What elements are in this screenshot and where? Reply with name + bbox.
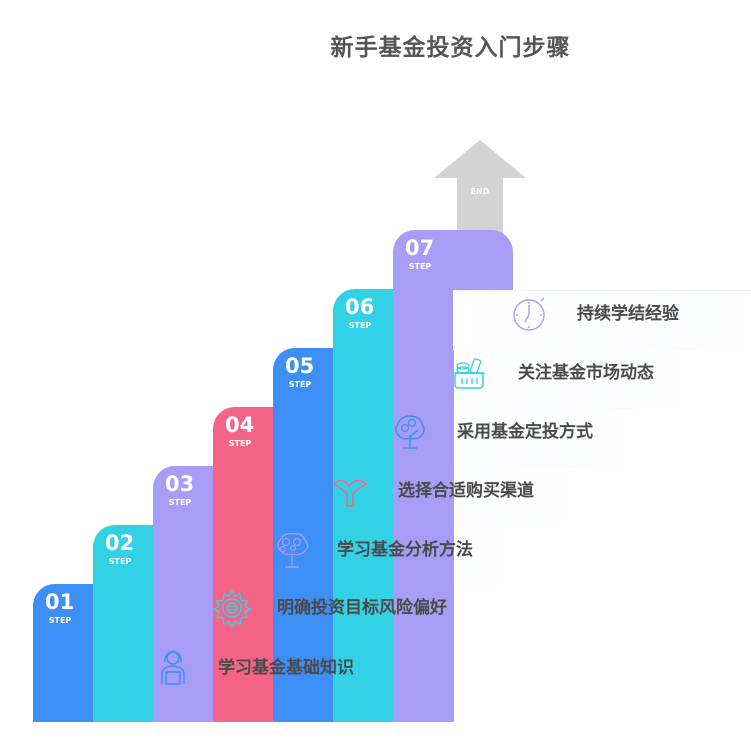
step-label-04: 选择合适购买渠道 [398, 481, 534, 501]
step-word: STEP [48, 616, 72, 625]
step-label-06: 关注基金市场动态 [518, 363, 654, 383]
step-column-07 [393, 250, 454, 722]
step-number: 03 [165, 472, 195, 496]
page-title: 新手基金投资入门步骤 [330, 35, 571, 61]
step-column-06 [333, 309, 394, 722]
step-word: STEP [348, 321, 372, 330]
step-number: 01 [45, 590, 75, 614]
money-basket-icon [453, 358, 485, 389]
step-number: 05 [285, 354, 315, 378]
coin-tree-icon [395, 415, 425, 449]
step-word: STEP [108, 557, 132, 566]
step-column-05 [273, 368, 334, 722]
money-tree-icon [277, 532, 309, 568]
step-number: 04 [225, 413, 255, 437]
stopwatch-icon [513, 297, 545, 331]
step-label-02: 明确投资目标风险偏好 [277, 598, 447, 618]
step-word: STEP [408, 262, 432, 271]
step-label-05: 采用基金定投方式 [457, 422, 593, 442]
step-panel-06 [453, 290, 751, 350]
gear-target-icon [213, 589, 251, 627]
step-label-03: 学习基金分析方法 [337, 540, 473, 560]
step-block-07: 07 STEP [393, 230, 513, 290]
step-column-04 [213, 427, 274, 722]
step-word: STEP [228, 439, 252, 448]
step-label-07: 持续学结经验 [577, 304, 679, 324]
step-number: 06 [345, 295, 375, 319]
step-word: STEP [288, 380, 312, 389]
step-number: 07 [405, 236, 435, 260]
step-word: STEP [168, 498, 192, 507]
step-label-01: 学习基金基础知识 [218, 658, 354, 678]
reading-person-icon [161, 650, 185, 685]
split-road-icon [332, 479, 368, 507]
step-number: 02 [105, 531, 135, 555]
end-arrow-label: END [470, 187, 490, 196]
